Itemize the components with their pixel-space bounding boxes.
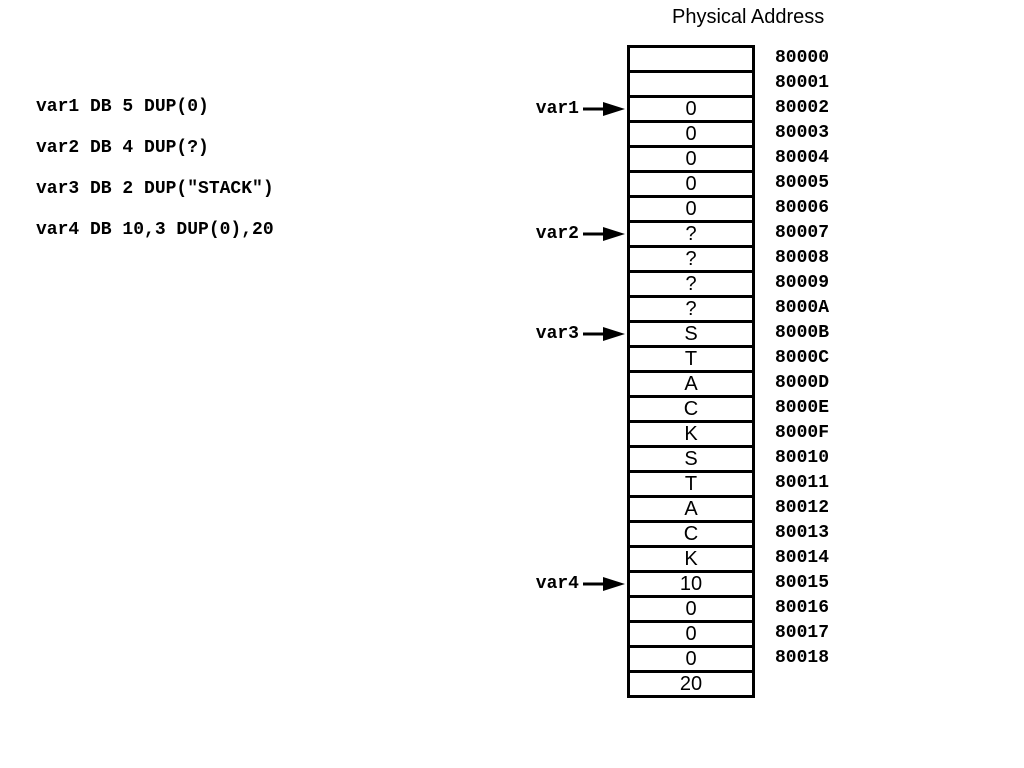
- address-label: 80004: [775, 148, 830, 168]
- memory-cell: K: [630, 423, 752, 448]
- code-line-var1: var1 DB 5 DUP(0): [36, 97, 209, 117]
- memory-cell: 0: [630, 623, 752, 648]
- address-label: 8000A: [775, 298, 830, 318]
- address-label: 80007: [775, 223, 830, 243]
- address-label: 80016: [775, 598, 830, 618]
- source-code: var1 DB 5 DUP(0) var2 DB 4 DUP(?) var3 D…: [36, 96, 274, 260]
- code-line-var2: var2 DB 4 DUP(?): [36, 138, 209, 158]
- memory-cell: ?: [630, 298, 752, 323]
- address-label: 80000: [775, 48, 830, 68]
- address-label: 80009: [775, 273, 830, 293]
- memory-cell: S: [630, 448, 752, 473]
- memory-cell: 0: [630, 198, 752, 223]
- memory-cell: 10: [630, 573, 752, 598]
- address-label: 8000E: [775, 398, 830, 418]
- memory-cell: A: [630, 498, 752, 523]
- address-label: 80008: [775, 248, 830, 268]
- physical-address-heading: Physical Address: [672, 6, 825, 28]
- memory-cell: ?: [630, 273, 752, 298]
- memory-cell: 0: [630, 173, 752, 198]
- pointer-var3: var3: [536, 322, 627, 346]
- memory-cell: T: [630, 473, 752, 498]
- address-label: 80005: [775, 173, 830, 193]
- address-label: 80006: [775, 198, 830, 218]
- address-label: 8000C: [775, 348, 830, 368]
- address-label: 8000D: [775, 373, 830, 393]
- memory-cell: ?: [630, 248, 752, 273]
- arrow-right-icon: [583, 227, 625, 241]
- pointer-var1: var1: [536, 97, 627, 121]
- memory-cell: ?: [630, 223, 752, 248]
- address-label: 80012: [775, 498, 830, 518]
- arrow-right-icon: [583, 577, 625, 591]
- memory-cell: C: [630, 523, 752, 548]
- pointer-label: var1: [535, 99, 579, 119]
- memory-cell: C: [630, 398, 752, 423]
- address-label: 80002: [775, 98, 830, 118]
- pointer-var4: var4: [536, 572, 627, 596]
- arrow-right-icon: [583, 327, 625, 341]
- address-label: 80011: [775, 473, 830, 493]
- memory-cell: A: [630, 373, 752, 398]
- pointer-label: var3: [535, 324, 579, 344]
- pointer-var2: var2: [536, 222, 627, 246]
- memory-cell: [630, 48, 752, 73]
- address-label: 8000B: [775, 323, 830, 343]
- address-label: 80003: [775, 123, 830, 143]
- code-line-var3: var3 DB 2 DUP("STACK"): [36, 179, 274, 199]
- memory-cell: T: [630, 348, 752, 373]
- memory-cell: [630, 73, 752, 98]
- memory-cell: 0: [630, 98, 752, 123]
- address-label: 80013: [775, 523, 830, 543]
- address-label: 80010: [775, 448, 830, 468]
- memory-cell: 20: [630, 673, 752, 698]
- memory-cell: 0: [630, 598, 752, 623]
- address-label: 80017: [775, 623, 830, 643]
- arrow-right-icon: [583, 102, 625, 116]
- memory-cell: S: [630, 323, 752, 348]
- code-line-var4: var4 DB 10,3 DUP(0),20: [36, 220, 274, 240]
- memory-cell: 0: [630, 148, 752, 173]
- memory-cell: 0: [630, 648, 752, 673]
- pointer-label: var2: [535, 224, 579, 244]
- address-column: 80000 80001 80002 80003 80004 80005 80006 80007…: [775, 46, 829, 671]
- address-label: 80015: [775, 573, 830, 593]
- memory-cell: 0: [630, 123, 752, 148]
- address-label: 80014: [775, 548, 830, 568]
- memory-cell: K: [630, 548, 752, 573]
- address-label: 80018: [775, 648, 830, 668]
- address-label: 80001: [775, 73, 830, 93]
- address-label: 8000F: [775, 423, 830, 443]
- pointer-label: var4: [535, 574, 579, 594]
